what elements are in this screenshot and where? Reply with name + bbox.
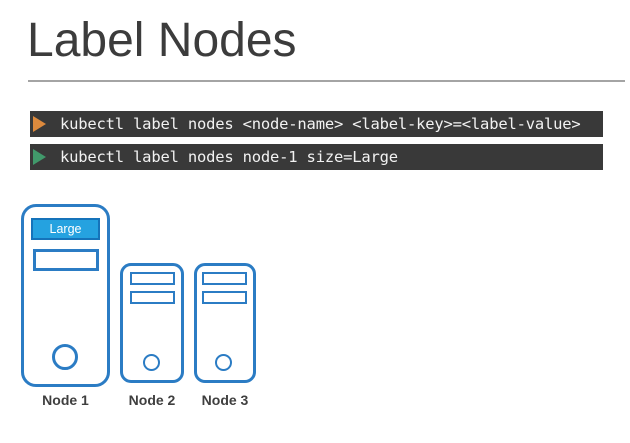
node-1-tower: Large (21, 204, 110, 387)
page-title: Label Nodes (27, 14, 297, 67)
code-block-example-command: kubectl label nodes node-1 size=Large (30, 144, 603, 170)
command-text: kubectl label nodes <node-name> <label-k… (60, 115, 581, 133)
node-2-tower (120, 263, 184, 383)
node-3-tower (194, 263, 256, 383)
title-divider (28, 80, 625, 82)
drive-slot (130, 272, 175, 285)
size-label-text: Large (49, 222, 82, 236)
node-caption: Node 3 (201, 392, 249, 408)
size-label-badge: Large (31, 218, 100, 240)
node-caption: Node 2 (128, 392, 176, 408)
power-button-icon (143, 354, 160, 371)
code-block-template-command: kubectl label nodes <node-name> <label-k… (30, 111, 603, 137)
drive-slot (202, 291, 247, 304)
drive-slot (202, 272, 247, 285)
power-button-icon (52, 344, 78, 370)
drive-slot (33, 249, 99, 271)
prompt-arrow-icon (33, 149, 46, 165)
power-button-icon (215, 354, 232, 371)
node-caption: Node 1 (42, 392, 89, 408)
drive-slot (130, 291, 175, 304)
command-text: kubectl label nodes node-1 size=Large (60, 148, 398, 166)
prompt-arrow-icon (33, 116, 46, 132)
